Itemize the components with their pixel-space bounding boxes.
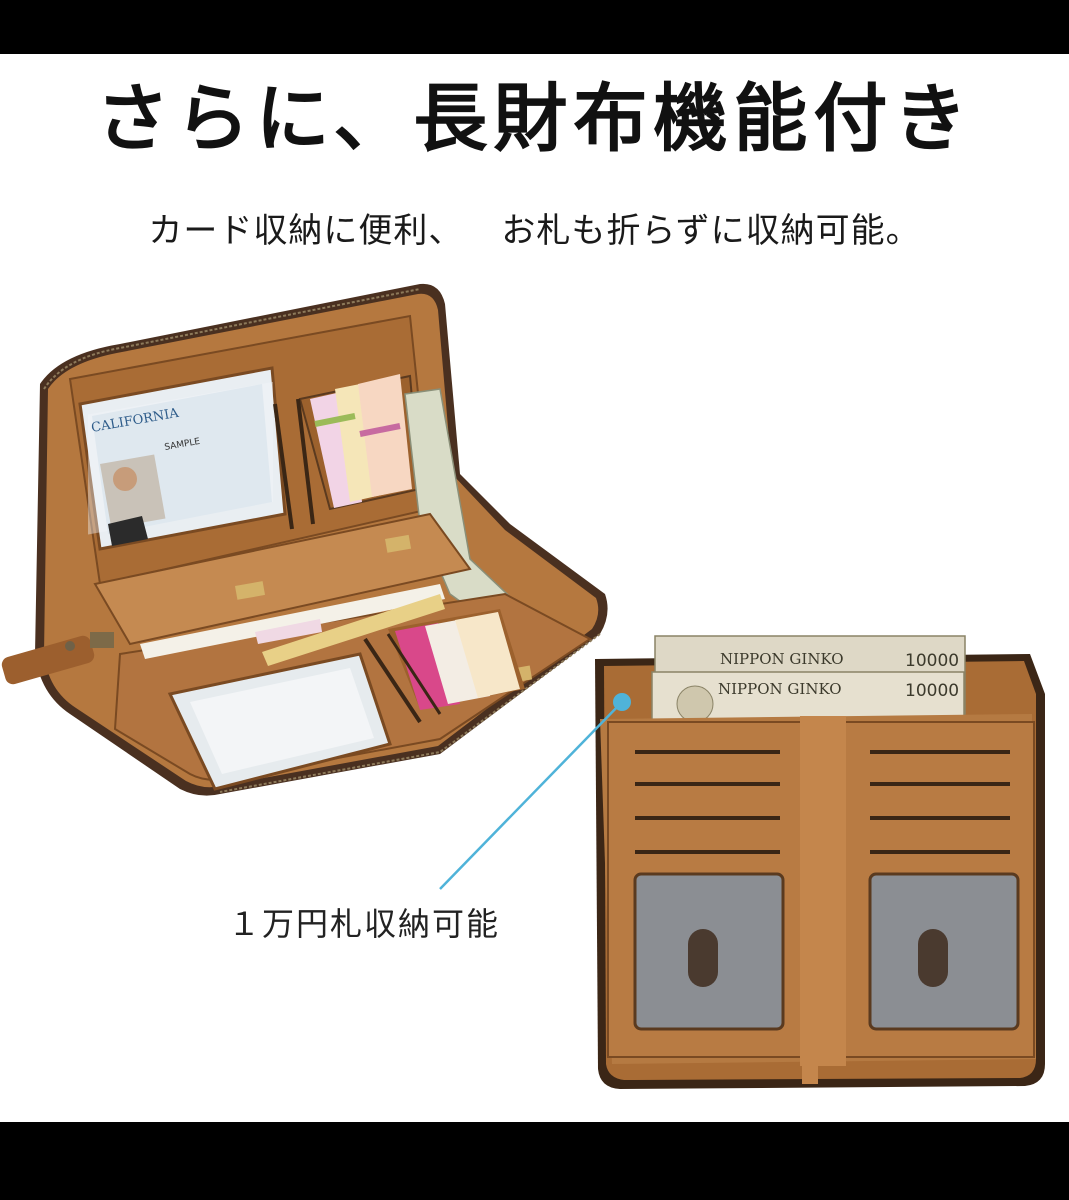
card-slots-lower xyxy=(363,609,525,724)
callout-pointer xyxy=(439,693,631,890)
banknote-issuer-text-2: NIPPON GINKO xyxy=(718,680,842,698)
card-slots-upper xyxy=(273,374,422,530)
headline: さらに、長財布機能付き xyxy=(95,76,974,162)
subtitle-card-storage: カード収納に便利、 xyxy=(148,211,464,251)
subtitle: カード収納に便利、お札も折らずに収納可能。 xyxy=(0,214,1069,248)
id-window-left xyxy=(633,872,785,1031)
banknote-value-text-1: 10000 xyxy=(905,651,959,671)
id-window: CALIFORNIA SAMPLE xyxy=(78,366,287,551)
product-image-frame: さらに、長財布機能付き カード収納に便利、お札も折らずに収納可能。 CALIFO… xyxy=(0,54,1069,1122)
card-slots-left xyxy=(635,750,780,854)
banknote-issuer-text-1: NIPPON GINKO xyxy=(720,650,844,668)
subtitle-bill-storage: お札も折らずに収納可能。 xyxy=(501,211,921,251)
open-wallet: CALIFORNIA SAMPLE xyxy=(1,283,608,796)
card-slots-right xyxy=(870,750,1010,854)
id-window-right xyxy=(868,872,1020,1031)
callout-label: １万円札収納可能 xyxy=(228,905,501,943)
zipper-pull-tab xyxy=(1,632,114,685)
bifold-wallet: NIPPON GINKO 10000 NIPPON GINKO 10000 xyxy=(595,635,1045,1089)
open-long-wallet-photo: CALIFORNIA SAMPLE xyxy=(1,283,1045,1089)
banknote-value-text-2: 10000 xyxy=(905,681,959,701)
